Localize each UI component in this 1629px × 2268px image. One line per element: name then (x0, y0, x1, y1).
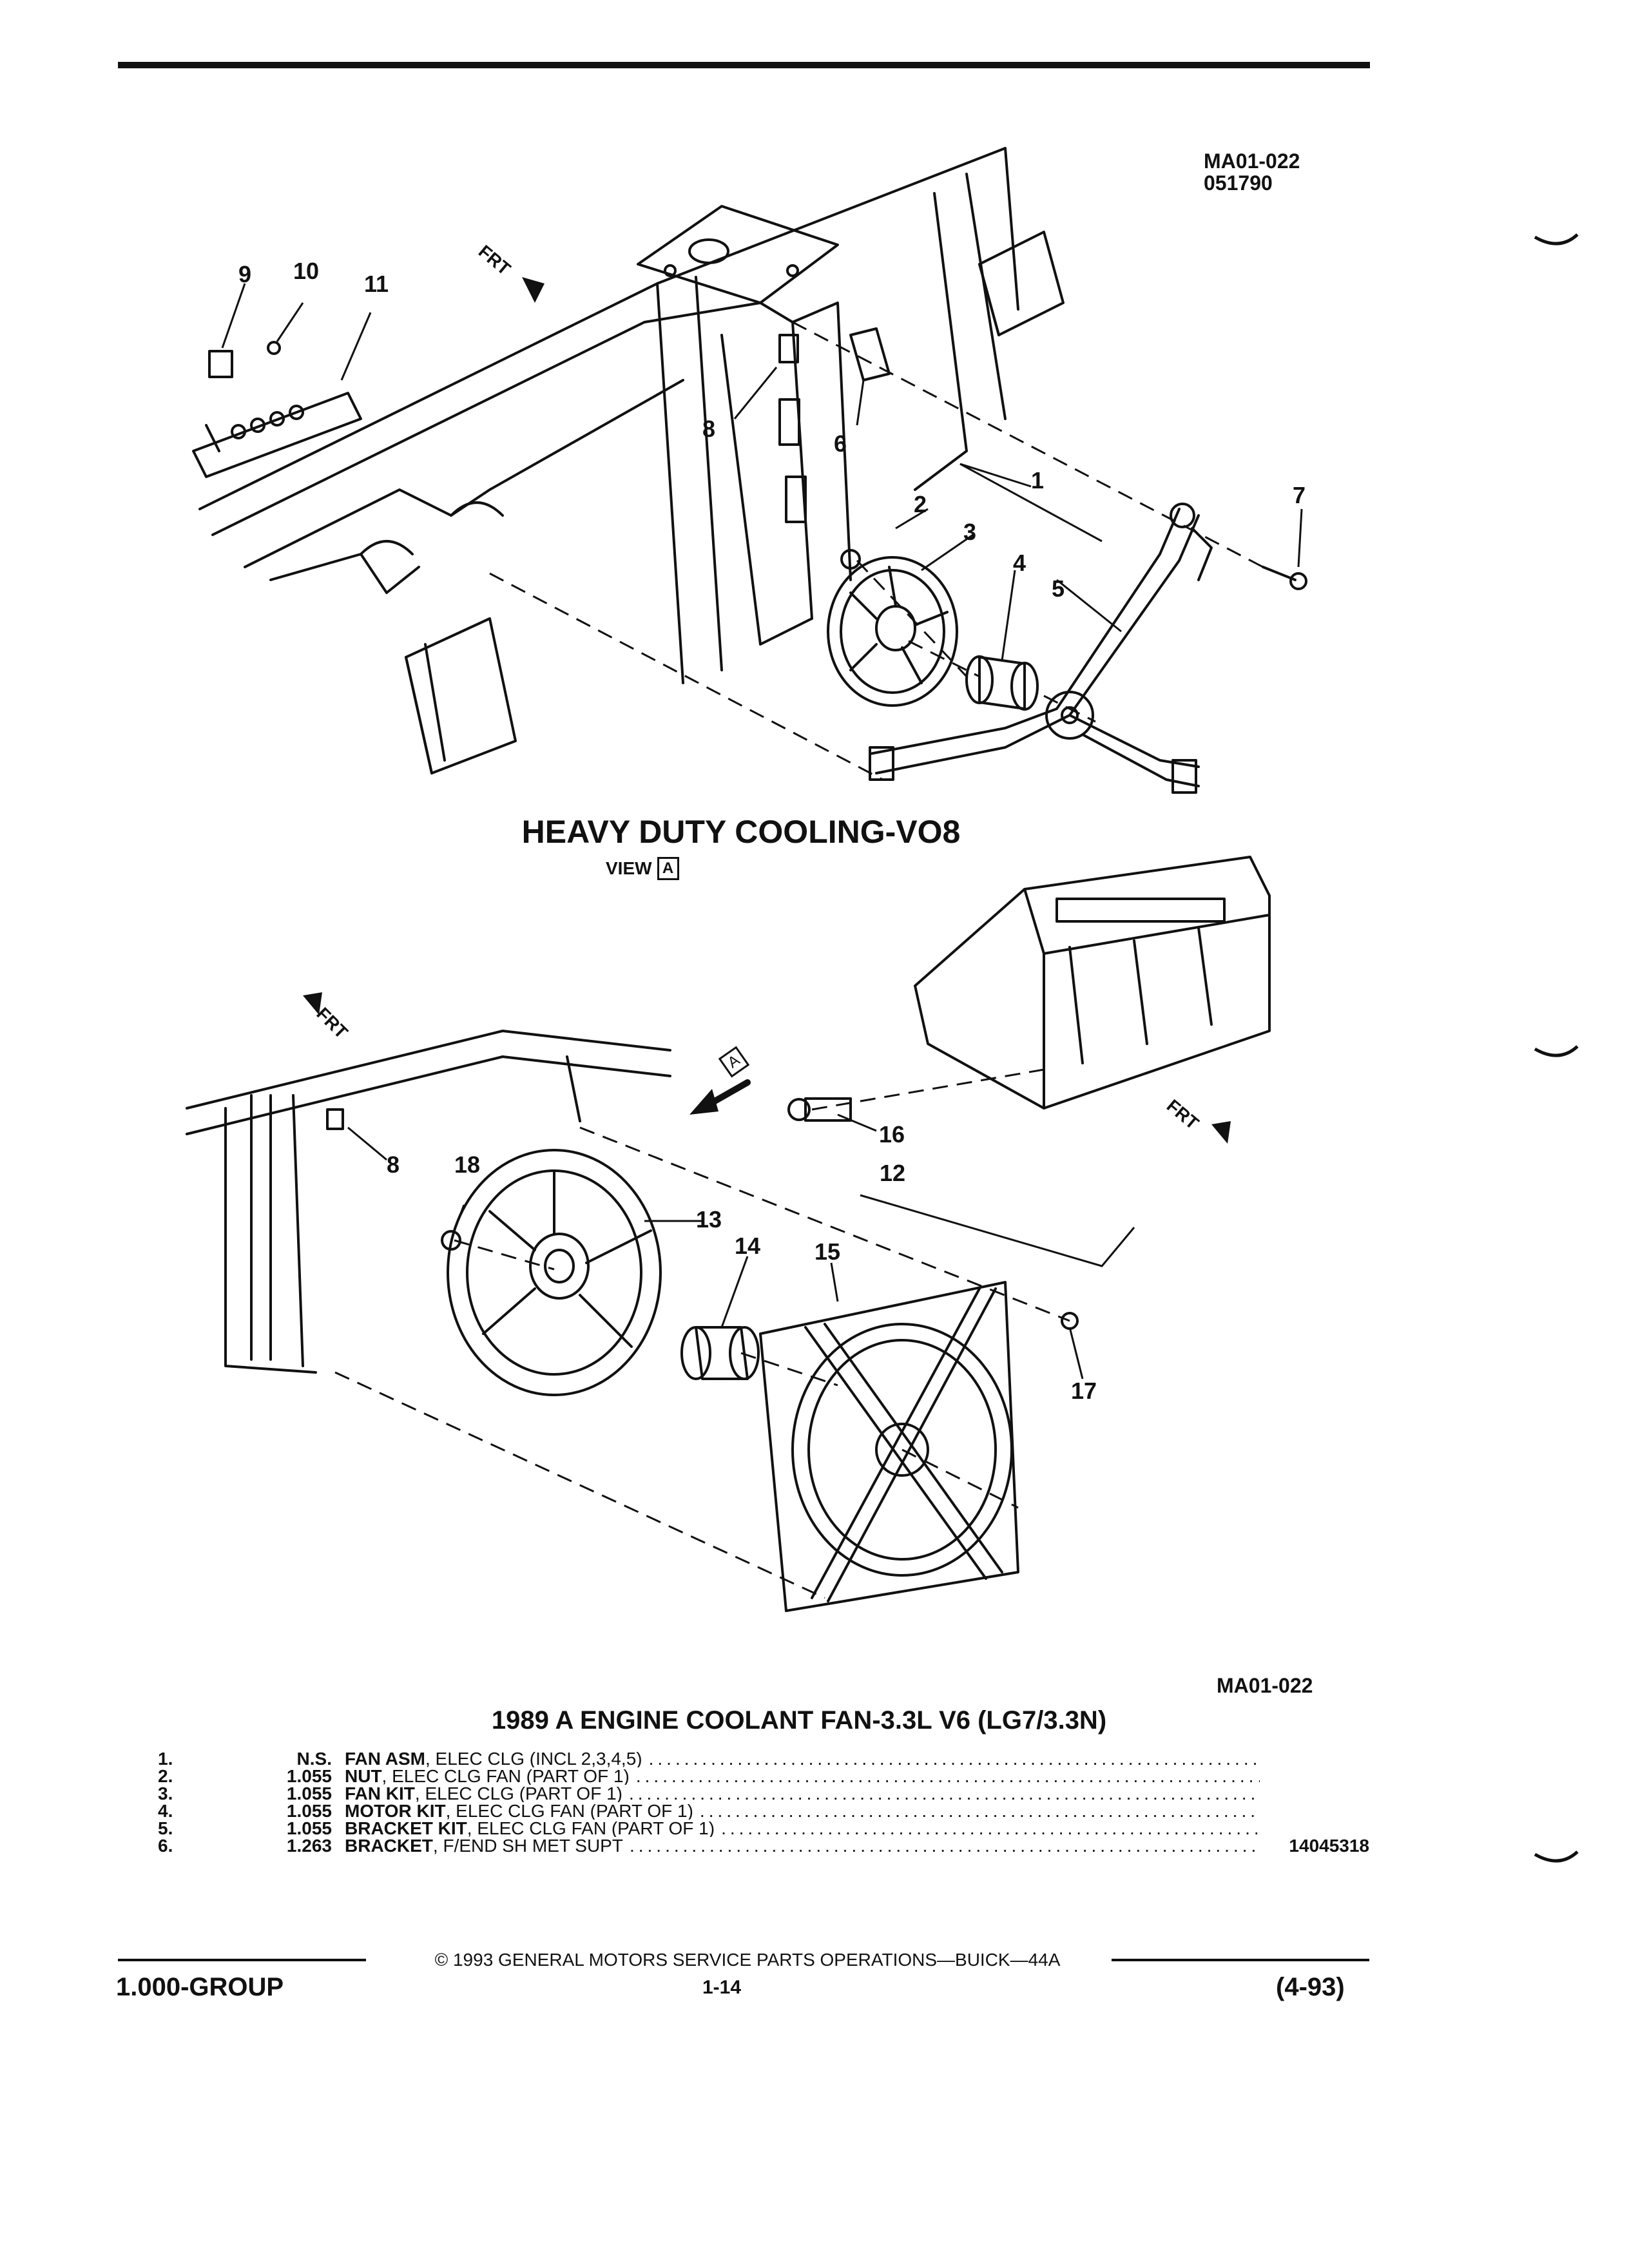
part-group-number: 1.263 (286, 1837, 332, 1854)
callout-9: 9 (238, 261, 252, 287)
parts-row: 6. 1.263 BRACKET, F/END SH MET SUPT ....… (158, 1837, 1369, 1854)
part-item-number: 4. (158, 1802, 173, 1820)
part-name: BRACKET KIT (345, 1820, 467, 1837)
part-group-number: 1.055 (286, 1820, 332, 1837)
parts-list: 1. N.S. FAN ASM, ELEC CLG (INCL 2,3,4,5)… (158, 1750, 1369, 1854)
part-detail: , ELEC CLG (INCL 2,3,4,5) (425, 1750, 642, 1767)
binder-mark (1534, 1045, 1579, 1057)
part-name: NUT (345, 1767, 382, 1785)
part-item-number: 2. (158, 1767, 173, 1785)
part-group-number: 1.055 (286, 1767, 332, 1785)
view-a-title: HEAVY DUTY COOLING-VO8 (521, 814, 961, 850)
part-detail: , ELEC CLG FAN (PART OF 1) (467, 1820, 715, 1837)
callout-17: 17 (1071, 1378, 1097, 1404)
callout-14: 14 (735, 1233, 761, 1259)
callout-8-lower: 8 (387, 1151, 400, 1178)
callout-2: 2 (914, 491, 927, 517)
callout-10: 10 (293, 258, 320, 284)
group-label: 1.000-GROUP (116, 1973, 284, 2001)
part-group-number: 1.055 (286, 1785, 332, 1802)
parts-list-title: 1989 A ENGINE COOLANT FAN-3.3L V6 (LG7/3… (491, 1706, 1107, 1735)
parts-row: 3. 1.055 FAN KIT, ELEC CLG (PART OF 1) .… (158, 1785, 1369, 1802)
leader-dots: ........................................… (699, 1802, 1260, 1820)
leader-dots: ........................................… (648, 1750, 1260, 1767)
callout-5: 5 (1052, 575, 1065, 602)
part-item-number: 6. (158, 1837, 173, 1854)
parts-row: 2. 1.055 NUT, ELEC CLG FAN (PART OF 1) .… (158, 1767, 1369, 1785)
leader-dots: ........................................… (721, 1820, 1260, 1837)
part-number (1260, 1750, 1369, 1767)
part-description: FAN KIT, ELEC CLG (PART OF 1) (345, 1785, 622, 1802)
part-description: NUT, ELEC CLG FAN (PART OF 1) (345, 1767, 630, 1785)
part-number (1260, 1802, 1369, 1820)
part-detail: , ELEC CLG (PART OF 1) (414, 1785, 622, 1802)
part-detail: , ELEC CLG FAN (PART OF 1) (445, 1802, 693, 1820)
part-description: BRACKET KIT, ELEC CLG FAN (PART OF 1) (345, 1820, 715, 1837)
part-number (1260, 1767, 1369, 1785)
parts-row: 5. 1.055 BRACKET KIT, ELEC CLG FAN (PART… (158, 1820, 1369, 1837)
callout-3: 3 (963, 519, 977, 545)
part-name: FAN ASM (345, 1750, 425, 1767)
part-number: 14045318 (1289, 1837, 1369, 1854)
binder-mark (1534, 1850, 1579, 1863)
part-name: MOTOR KIT (345, 1802, 446, 1820)
part-item-number: 3. (158, 1785, 173, 1802)
part-item-number: 1. (158, 1750, 173, 1767)
callout-4: 4 (1013, 550, 1027, 576)
view-a-label: VIEW A (606, 857, 679, 880)
part-group-number: N.S. (296, 1750, 332, 1767)
callout-15: 15 (815, 1238, 841, 1265)
callout-6: 6 (834, 430, 847, 457)
callout-12: 12 (880, 1160, 906, 1186)
parts-row: 1. N.S. FAN ASM, ELEC CLG (INCL 2,3,4,5)… (158, 1750, 1369, 1767)
figure-code: MA01-022 (1204, 149, 1300, 173)
callout-16: 16 (879, 1121, 905, 1148)
page-number: 1-14 (702, 1977, 742, 1998)
leader-dots: ........................................… (628, 1785, 1260, 1802)
callout-1: 1 (1031, 467, 1045, 494)
callout-7: 7 (1293, 482, 1306, 508)
callout-8-upper: 8 (702, 416, 716, 442)
part-number (1260, 1785, 1369, 1802)
part-description: MOTOR KIT, ELEC CLG FAN (PART OF 1) (345, 1802, 693, 1820)
part-item-number: 5. (158, 1820, 173, 1837)
part-detail: , F/END SH MET SUPT (432, 1837, 623, 1854)
leader-dots: ........................................… (629, 1837, 1260, 1854)
view-label-text: VIEW (606, 858, 652, 878)
part-detail: , ELEC CLG FAN (PART OF 1) (381, 1767, 630, 1785)
copyright-text: © 1993 GENERAL MOTORS SERVICE PARTS OPER… (434, 1950, 1061, 1970)
figure-code-bottom: MA01-022 (1217, 1674, 1313, 1697)
part-description: BRACKET, F/END SH MET SUPT (345, 1837, 623, 1854)
footer-rule-right (1112, 1959, 1369, 1961)
callout-11: 11 (364, 271, 389, 297)
view-label-box: A (657, 857, 679, 880)
callout-18: 18 (454, 1151, 481, 1178)
part-number (1260, 1820, 1369, 1837)
footer-rule-left (118, 1959, 366, 1961)
figure-date: 051790 (1204, 171, 1273, 195)
revision-date: (4-93) (1276, 1973, 1345, 2001)
top-rule (118, 62, 1370, 68)
part-description: FAN ASM, ELEC CLG (INCL 2,3,4,5) (345, 1750, 642, 1767)
parts-row: 4. 1.055 MOTOR KIT, ELEC CLG FAN (PART O… (158, 1802, 1369, 1820)
callout-13: 13 (696, 1206, 722, 1233)
part-group-number: 1.055 (286, 1802, 332, 1820)
part-name: FAN KIT (345, 1785, 415, 1802)
part-name: BRACKET (345, 1837, 433, 1854)
leader-dots: ........................................… (635, 1767, 1260, 1785)
binder-mark (1534, 233, 1579, 245)
